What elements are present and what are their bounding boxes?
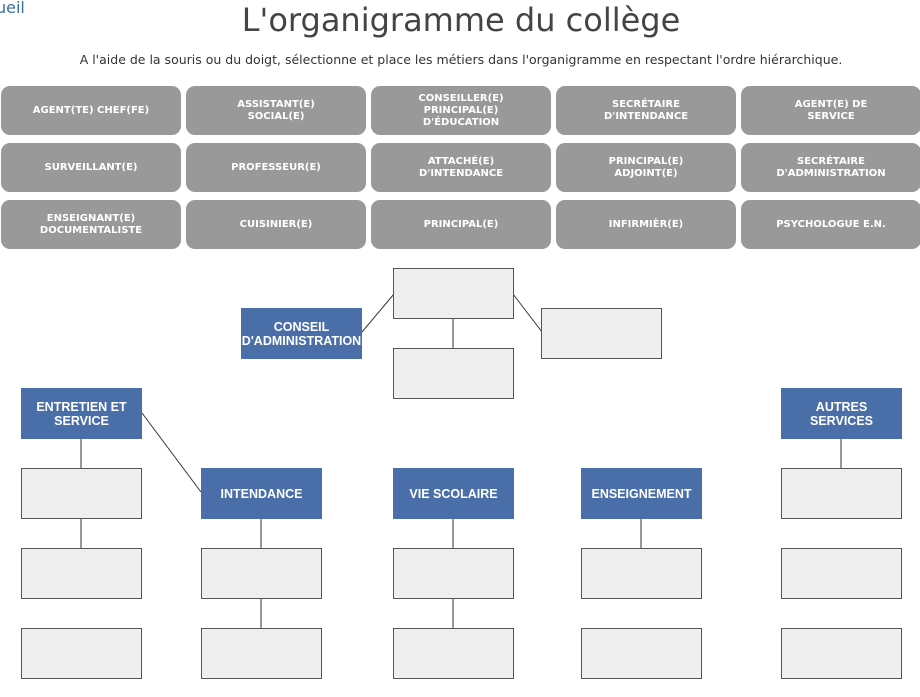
job-tile-principal[interactable]: PRINCIPAL(E) (371, 200, 551, 249)
connector-entretien-intendance (141, 412, 202, 493)
page-title: L'organigramme du collège (241, 1, 681, 39)
job-tile-principal-adjoint[interactable]: PRINCIPAL(E) ADJOINT(E) (556, 143, 736, 192)
job-tile-documentaliste[interactable]: ENSEIGNANT(E) DOCUMENTALISTE (1, 200, 181, 249)
back-to-home-link[interactable]: ueil (0, 0, 25, 17)
job-tile-secretaire-intendance[interactable]: SECRÉTAIRE D'INTENDANCE (556, 86, 736, 135)
drop-slot-intendance-2[interactable] (201, 628, 322, 679)
drop-slot-intendance-1[interactable] (201, 548, 322, 599)
drop-slot-enseignement-1[interactable] (581, 548, 702, 599)
job-tile-cuisinier[interactable]: CUISINIER(E) (186, 200, 366, 249)
job-tile-cpe[interactable]: CONSEILLER(E) PRINCIPAL(E) D'ÉDUCATION (371, 86, 551, 135)
label-entretien-service: ENTRETIEN ET SERVICE (21, 388, 142, 439)
label-enseignement: ENSEIGNEMENT (581, 468, 702, 519)
drop-slot-vie-scolaire-2[interactable] (393, 628, 514, 679)
job-tile-attache-intendance[interactable]: ATTACHÉ(E) D'INTENDANCE (371, 143, 551, 192)
job-tile-agent-chef[interactable]: AGENT(TE) CHEF(FE) (1, 86, 181, 135)
drop-slot-entretien-2[interactable] (21, 548, 142, 599)
drop-slot-autres-3[interactable] (781, 628, 902, 679)
drop-slot-autres-1[interactable] (781, 468, 902, 519)
drop-slot-autres-2[interactable] (781, 548, 902, 599)
job-tile-agent-service[interactable]: AGENT(E) DE SERVICE (741, 86, 920, 135)
label-autres-services: AUTRES SERVICES (781, 388, 902, 439)
job-tile-infirmier[interactable]: INFIRMIÈR(E) (556, 200, 736, 249)
drop-slot-enseignement-2[interactable] (581, 628, 702, 679)
drop-slot-top-second[interactable] (393, 348, 514, 399)
label-intendance: INTENDANCE (201, 468, 322, 519)
drop-slot-entretien-3[interactable] (21, 628, 142, 679)
job-tile-psychologue[interactable]: PSYCHOLOGUE E.N. (741, 200, 920, 249)
job-tile-assistant-social[interactable]: ASSISTANT(E) SOCIAL(E) (186, 86, 366, 135)
job-tile-professeur[interactable]: PROFESSEUR(E) (186, 143, 366, 192)
label-vie-scolaire: VIE SCOLAIRE (393, 468, 514, 519)
instructions-text: A l'aide de la souris ou du doigt, sélec… (79, 52, 843, 67)
drop-slot-top-right[interactable] (541, 308, 662, 359)
drop-slot-vie-scolaire-1[interactable] (393, 548, 514, 599)
job-tile-secretaire-administration[interactable]: SECRÉTAIRE D'ADMINISTRATION (741, 143, 920, 192)
label-conseil-administration: CONSEIL D'ADMINISTRATION (241, 308, 362, 359)
job-tile-surveillant[interactable]: SURVEILLANT(E) (1, 143, 181, 192)
connector-principal-secretaire (512, 293, 543, 333)
drop-slot-top[interactable] (393, 268, 514, 319)
drop-slot-entretien-1[interactable] (21, 468, 142, 519)
connector-conseil-principal (361, 293, 395, 333)
